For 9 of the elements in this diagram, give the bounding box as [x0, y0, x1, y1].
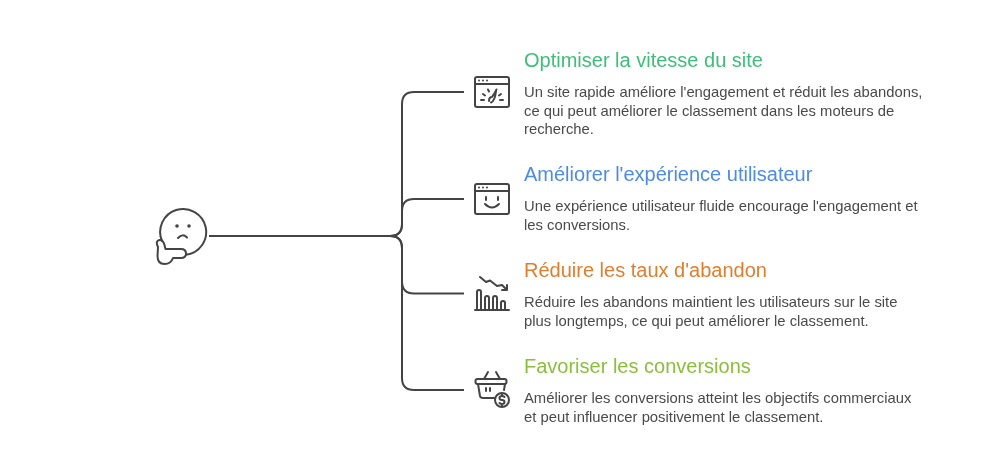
- connector-line: [208, 235, 465, 391]
- section-heading: Optimiser la vitesse du site: [524, 48, 763, 72]
- description-text: Un site rapide améliore l'engagement et réduit les abandons, ce qui peut améliorer le classement dans les moteurs de recherche.: [524, 83, 924, 139]
- description-text: Une expérience utilisateur fluide encourage l'engagement et les conversions.: [524, 197, 919, 234]
- description-text: Améliorer les conversions atteint les objectifs commerciaux et peut influencer positivement le classement.: [524, 389, 913, 426]
- section-heading: Réduire les taux d'abandon: [524, 258, 767, 282]
- description-text: Réduire les abandons maintient les utilisateurs sur le site plus longtemps, ce qui peut améliorer le classement.: [524, 293, 899, 330]
- section-heading: Améliorer l'expérience utilisateur: [524, 162, 813, 186]
- section-heading: Favoriser les conversions: [524, 354, 751, 378]
